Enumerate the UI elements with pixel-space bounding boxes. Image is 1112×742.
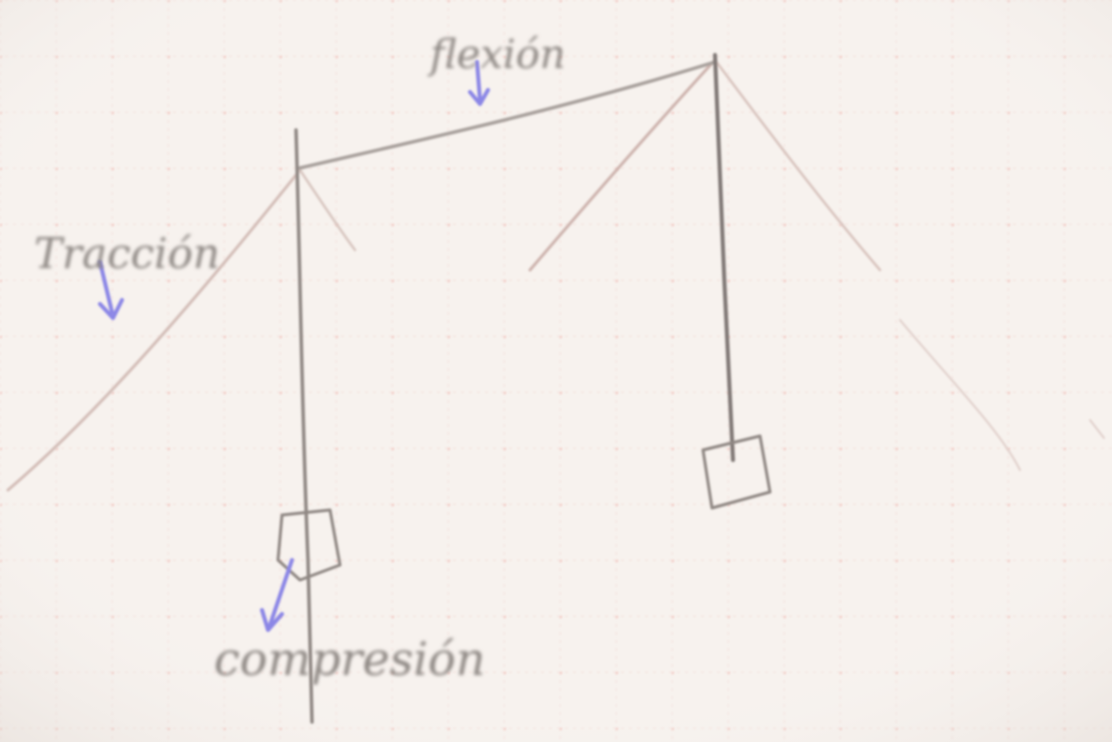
label-compresion: compresión <box>214 632 485 686</box>
label-traccion: Tracción <box>34 229 220 278</box>
label-flexion: flexión <box>427 32 566 78</box>
